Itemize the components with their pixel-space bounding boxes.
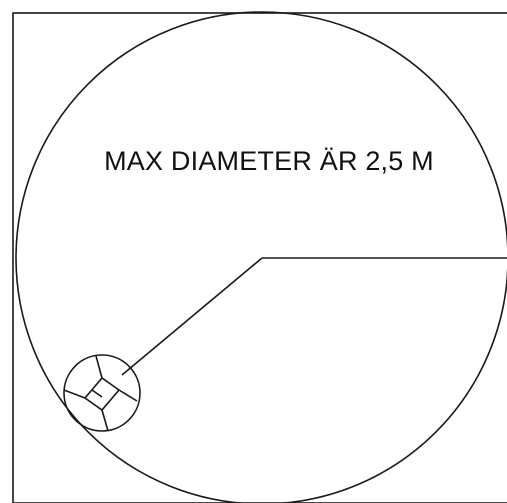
pivot-block xyxy=(83,376,121,412)
max-diameter-circle xyxy=(15,11,507,503)
diagram-label: MAX DIAMETER ÄR 2,5 M xyxy=(104,146,434,176)
outer-frame xyxy=(12,12,507,503)
pivot-spokes xyxy=(63,355,138,432)
pivot-circle xyxy=(63,354,141,432)
connector-line xyxy=(121,257,263,376)
